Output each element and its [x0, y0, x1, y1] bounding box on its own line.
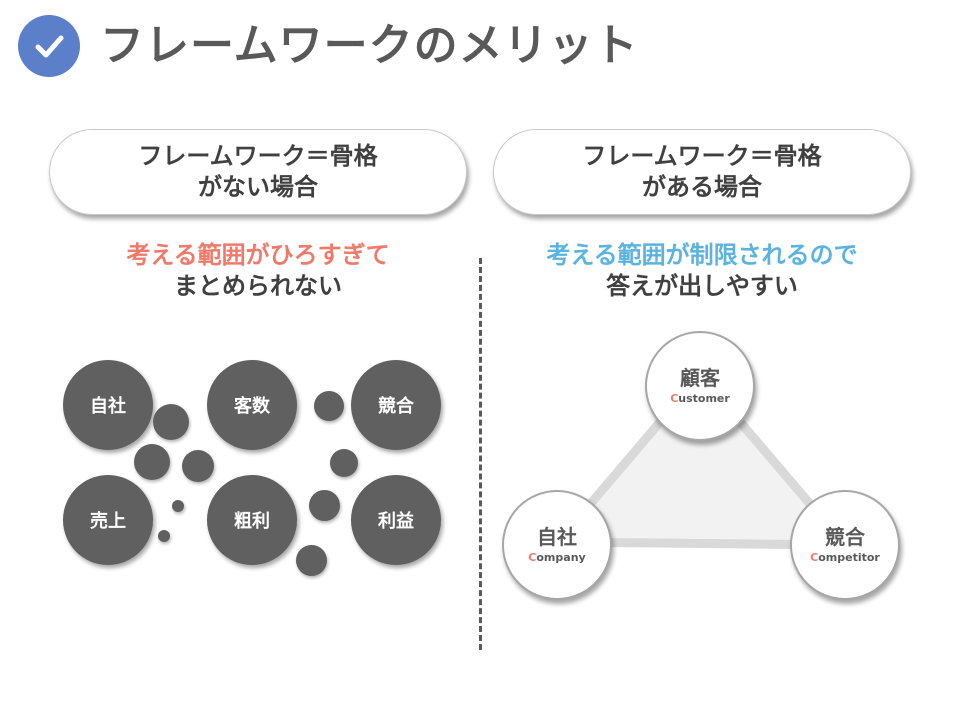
circle-label: 売上 — [90, 511, 126, 532]
pill-left-line1: フレームワーク＝骨格 — [138, 142, 378, 170]
circle-sales: 売上 — [63, 475, 153, 565]
triangle-connector — [553, 370, 850, 550]
page-title: フレームワークのメリット — [100, 20, 639, 71]
scatter-dot — [172, 500, 184, 512]
node-jp-label: 競合 — [825, 525, 865, 549]
circle-gross-profit: 粗利 — [207, 475, 297, 565]
scatter-dot — [153, 404, 189, 440]
circle-label: 自社 — [90, 396, 126, 417]
checkmark-icon — [18, 15, 80, 77]
without-framework-pill: フレームワーク＝骨格 がない場合 — [49, 129, 467, 215]
circle-label: 利益 — [378, 511, 414, 532]
circle-label: 客数 — [234, 396, 270, 417]
dashed-divider — [479, 258, 482, 650]
circle-own-company: 自社 — [63, 360, 153, 450]
pill-left-line2: がない場合 — [198, 173, 318, 201]
scatter-dot — [309, 490, 340, 521]
scatter-dot — [158, 530, 170, 542]
node-jp-label: 顧客 — [680, 366, 720, 390]
pill-right-line2: がある場合 — [642, 173, 762, 201]
node-customer: 顧客 Customer — [645, 331, 755, 441]
node-company: 自社 Company — [502, 490, 612, 600]
scatter-dot — [134, 444, 170, 480]
circle-label: 粗利 — [234, 511, 270, 532]
circle-label: 競合 — [378, 396, 414, 417]
with-framework-pill: フレームワーク＝骨格 がある場合 — [493, 129, 911, 215]
left-caption: 考える範囲がひろすぎて まとめられない — [48, 240, 468, 302]
scatter-dot — [182, 450, 214, 482]
scatter-dot — [296, 545, 327, 576]
node-en-label: Company — [528, 551, 586, 564]
node-competitor: 競合 Competitor — [790, 490, 900, 600]
left-caption-text: まとめられない — [174, 272, 342, 300]
node-jp-label: 自社 — [537, 525, 577, 549]
right-caption-highlight: 考える範囲が制限されるので — [546, 241, 858, 269]
circle-profit: 利益 — [351, 475, 441, 565]
pill-right-line1: フレームワーク＝骨格 — [582, 142, 822, 170]
circle-competitors: 競合 — [351, 360, 441, 450]
scatter-dot — [314, 391, 344, 421]
scatter-dot — [330, 449, 358, 477]
right-caption-text: 答えが出しやすい — [606, 272, 798, 300]
circle-customers: 客数 — [207, 360, 297, 450]
left-caption-highlight: 考える範囲がひろすぎて — [126, 241, 390, 269]
node-en-label: Customer — [670, 392, 730, 405]
node-en-label: Competitor — [810, 551, 880, 564]
right-caption: 考える範囲が制限されるので 答えが出しやすい — [492, 240, 912, 302]
